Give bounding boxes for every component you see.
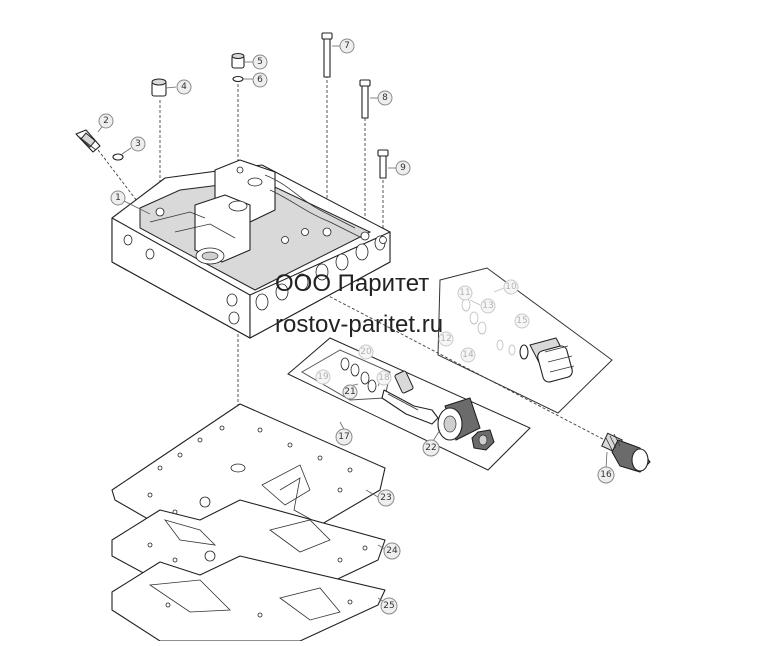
bolt-part-7 (321, 32, 333, 78)
callout-20: 20 (358, 344, 374, 360)
callout-18: 18 (376, 370, 392, 386)
svg-text:10: 10 (505, 282, 517, 292)
callout-7: 7 (339, 38, 355, 54)
callout-5: 5 (252, 54, 268, 70)
svg-text:22: 22 (425, 443, 436, 453)
svg-text:3: 3 (135, 139, 141, 149)
separator-plate-25 (111, 555, 386, 642)
callout-17: 17 (335, 428, 353, 446)
svg-text:18: 18 (378, 373, 390, 383)
solenoid-valve-kit-frame (287, 337, 531, 471)
fitting-part-2 (75, 129, 101, 153)
svg-text:11: 11 (459, 288, 470, 298)
callout-8: 8 (377, 90, 393, 106)
svg-text:9: 9 (400, 163, 406, 173)
callout-21: 21 (342, 384, 358, 400)
callout-11: 11 (457, 285, 473, 301)
callout-16: 16 (597, 466, 615, 484)
callout-22: 22 (422, 439, 440, 457)
valve-body-housing (111, 159, 391, 339)
svg-text:8: 8 (382, 93, 388, 103)
svg-text:20: 20 (360, 347, 372, 357)
callout-2: 2 (98, 113, 114, 129)
callout-19: 19 (315, 369, 331, 385)
watermark-website: rostov-paritet.ru (275, 311, 444, 338)
svg-text:4: 4 (181, 82, 187, 92)
svg-text:6: 6 (257, 75, 263, 85)
callout-24: 24 (383, 542, 401, 560)
svg-text:21: 21 (344, 387, 355, 397)
svg-text:14: 14 (462, 350, 474, 360)
svg-text:23: 23 (380, 493, 391, 503)
bolt-part-8 (359, 79, 371, 119)
svg-text:19: 19 (317, 372, 329, 382)
svg-text:17: 17 (338, 432, 349, 442)
svg-text:16: 16 (600, 470, 612, 480)
callout-leaders (97, 45, 608, 603)
callout-3: 3 (130, 136, 146, 152)
connector-part-16 (601, 432, 651, 473)
callout-9: 9 (395, 160, 411, 176)
plug-part-5 (231, 53, 245, 69)
watermark-company-name: ООО Паритет (275, 270, 430, 297)
callout-14: 14 (460, 347, 476, 363)
callout-15: 15 (514, 313, 530, 329)
callout-13: 13 (480, 298, 496, 314)
callout-10: 10 (503, 279, 519, 295)
callout-1: 1 (110, 190, 126, 206)
svg-text:2: 2 (103, 116, 109, 126)
svg-text:15: 15 (516, 316, 527, 326)
svg-text:24: 24 (386, 546, 398, 556)
callout-4: 4 (176, 79, 192, 95)
svg-text:13: 13 (482, 301, 493, 311)
svg-text:7: 7 (344, 41, 350, 51)
svg-text:25: 25 (383, 601, 394, 611)
washer-part-3 (112, 153, 124, 161)
plug-part-4 (151, 78, 167, 97)
callout-25: 25 (380, 597, 398, 615)
washer-part-6 (232, 75, 244, 83)
svg-text:1: 1 (115, 193, 121, 203)
callout-12: 12 (438, 331, 454, 347)
svg-text:12: 12 (440, 334, 451, 344)
callout-23: 23 (377, 489, 395, 507)
callout-6: 6 (252, 72, 268, 88)
solenoid-kit-frame (437, 267, 613, 414)
svg-text:5: 5 (257, 57, 263, 67)
bolt-part-9 (377, 149, 389, 179)
